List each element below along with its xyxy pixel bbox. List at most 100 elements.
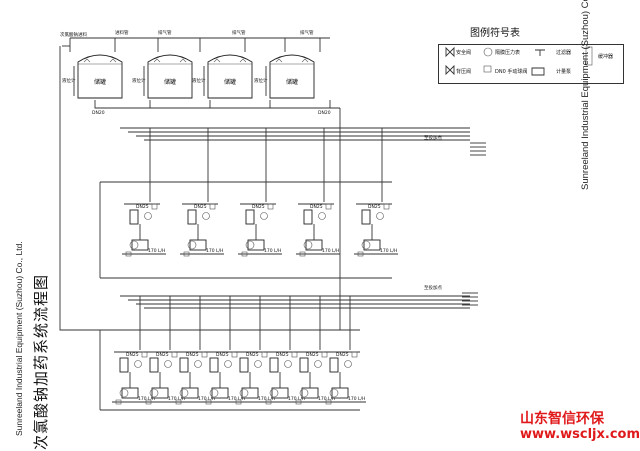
metering-pump <box>151 387 169 399</box>
top-inlet-label: 进料管 <box>115 29 129 36</box>
top-left-label: 次氯酸钠进料 <box>60 31 87 38</box>
suction-valve-icon <box>205 399 212 405</box>
branch-label: DN25 <box>126 352 139 358</box>
pump-motor-icon <box>119 388 129 398</box>
legend-filter: 过滤器 <box>556 50 572 56</box>
watermark-url: www.wscljx.com <box>520 427 640 442</box>
buffer-vessel <box>269 357 279 373</box>
tank-body <box>147 54 193 99</box>
metering-pump <box>131 239 149 251</box>
pressure-gauge-icon <box>284 360 292 368</box>
suction-valve-icon <box>357 251 364 257</box>
suction-valve-icon <box>325 399 332 405</box>
check-valve-icon <box>445 64 455 76</box>
metering-pump <box>363 239 381 251</box>
dosing-label-lower: 至投加点 <box>424 284 442 291</box>
pump-motor-icon <box>239 388 249 398</box>
metering-pump <box>241 387 259 399</box>
tank-nozzle <box>213 58 247 63</box>
dosing-outlets-upper: 至投加点 <box>424 134 486 156</box>
storage-tanks: 储罐液位计储罐液位计储罐液位计储罐液位计 <box>62 54 315 99</box>
tank-label: 储罐 <box>224 78 236 86</box>
pump-label: 170 L/H <box>318 396 335 402</box>
valve-icon <box>171 351 178 358</box>
tank-body <box>269 54 315 99</box>
branch-label: DN25 <box>368 204 381 210</box>
metering-pump-icon <box>531 67 545 76</box>
manual-valve-icon <box>483 65 492 73</box>
tank-label: 储罐 <box>164 78 176 86</box>
valve-icon <box>151 203 158 210</box>
pressure-gauge-icon <box>318 212 326 220</box>
pressure-gauge-icon <box>202 212 210 220</box>
vent-label-1: 排气管 <box>158 29 172 36</box>
storage-tank: 储罐 液位计 <box>192 54 253 99</box>
suction-valve-icon <box>175 399 182 405</box>
pump-motor-icon <box>361 240 371 250</box>
outlet-label-1: DN20 <box>92 110 105 116</box>
branch-label: DN25 <box>156 352 169 358</box>
pump-label: 170 L/H <box>348 396 365 402</box>
pump-motor-icon <box>329 388 339 398</box>
tank-side-label: 液位计 <box>254 77 268 84</box>
buffer-vessel <box>361 209 371 225</box>
pump-motor-icon <box>303 240 313 250</box>
pressure-gauge-icon <box>224 360 232 368</box>
back-pressure-gauge-icon <box>483 47 493 57</box>
drawing-title: 次氯酸钠加药系统流程图 <box>32 273 50 450</box>
pressure-gauge-icon <box>164 360 172 368</box>
branch-label: DN25 <box>336 352 349 358</box>
filter-icon <box>535 49 545 56</box>
valve-icon <box>201 351 208 358</box>
buffer-vessel <box>209 357 219 373</box>
branch-label: DN25 <box>216 352 229 358</box>
dosing-unit: DN25 170 L/H <box>322 296 366 405</box>
tank-nozzle <box>83 58 117 63</box>
valve-icon <box>267 203 274 210</box>
pump-motor-icon <box>269 388 279 398</box>
valve-icon <box>351 351 358 358</box>
top-feed-piping: 次氯酸钠进料 进料管 排气管 排气管 排气管 <box>60 29 330 52</box>
branch-label: DN25 <box>310 204 323 210</box>
metering-pump <box>189 239 207 251</box>
pump-label: 170 L/H <box>322 248 339 254</box>
suction-valve-icon <box>265 399 272 405</box>
metering-pump <box>271 387 289 399</box>
vent-label-2: 排气管 <box>232 29 246 36</box>
dosing-outlets-lower: 至投加点 <box>424 284 478 306</box>
pump-label: 170 L/H <box>288 396 305 402</box>
branch-label: DN25 <box>246 352 259 358</box>
pressure-gauge-icon <box>314 360 322 368</box>
branch-label: DN25 <box>306 352 319 358</box>
buffer-vessel <box>303 209 313 225</box>
outlet-label-2: DN20 <box>318 110 331 116</box>
safety-valve-icon <box>445 46 455 58</box>
buffer-vessel <box>187 209 197 225</box>
legend-check-valve: 背压阀 <box>456 69 472 75</box>
buffer-vessel <box>329 357 339 373</box>
buffer-vessel <box>239 357 249 373</box>
tank-outlet-collector: DN20 DN20 <box>59 46 341 331</box>
pump-motor-icon <box>179 388 189 398</box>
branch-label: DN25 <box>186 352 199 358</box>
suction-valve-icon <box>299 251 306 257</box>
tank-side-label: 液位计 <box>192 77 206 84</box>
pump-label: 170 L/H <box>228 396 245 402</box>
pump-label: 170 L/H <box>148 248 165 254</box>
dosing-unit: DN25 170 L/H <box>292 296 336 405</box>
legend-table <box>438 44 624 84</box>
pump-label: 170 L/H <box>264 248 281 254</box>
flow-meter-icon <box>585 46 593 66</box>
suction-valve-icon <box>241 251 248 257</box>
pressure-gauge-icon <box>376 212 384 220</box>
